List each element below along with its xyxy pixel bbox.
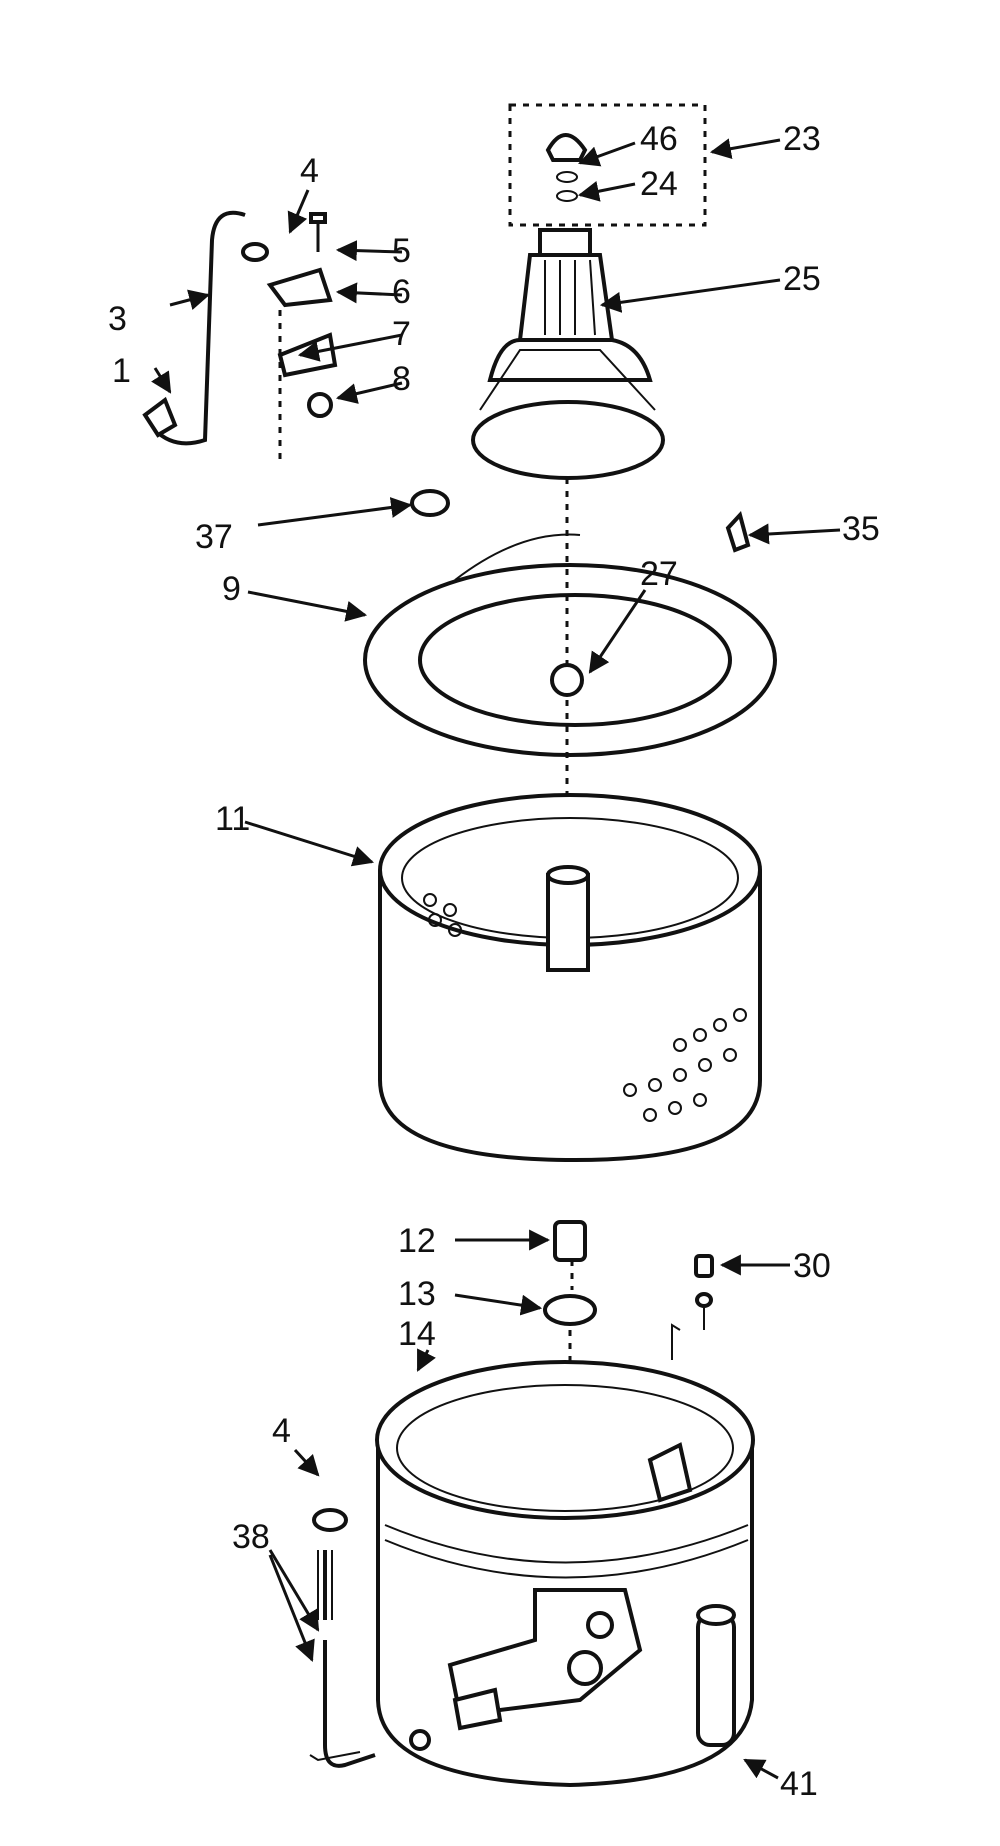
label-38: 38: [232, 1518, 270, 1556]
label-8: 8: [392, 360, 411, 398]
label-6: 6: [392, 273, 411, 311]
label-11: 11: [215, 800, 250, 838]
label-4-top: 4: [300, 152, 319, 190]
label-7: 7: [392, 315, 411, 353]
label-30: 30: [793, 1247, 831, 1285]
label-14: 14: [398, 1315, 436, 1353]
label-27: 27: [640, 555, 678, 593]
part-35-clip: [725, 510, 751, 553]
label-13: 13: [398, 1275, 436, 1313]
label-5: 5: [392, 232, 411, 270]
part-9-tub-ring: [363, 533, 777, 757]
label-37: 37: [195, 518, 233, 556]
part-11-basket: [378, 793, 762, 1163]
label-12: 12: [398, 1222, 436, 1260]
part-12-bearing: [553, 1220, 587, 1262]
label-46: 46: [640, 120, 678, 158]
part-30-fastener: [671, 1254, 714, 1360]
label-3: 3: [108, 300, 127, 338]
part-37-plug: [410, 489, 450, 517]
left-hose-assembly: [142, 210, 338, 460]
label-9: 9: [222, 570, 241, 608]
part-14-outer-tub: [375, 1360, 755, 1788]
part-25-agitator: [471, 228, 665, 480]
part-38-hose: [309, 1508, 376, 1768]
label-23: 23: [783, 120, 821, 158]
label-24: 24: [640, 165, 678, 203]
label-4-bottom: 4: [272, 1412, 291, 1450]
label-1: 1: [112, 352, 131, 390]
label-25: 25: [783, 260, 821, 298]
label-35: 35: [842, 510, 880, 548]
label-41: 41: [780, 1765, 818, 1803]
part-13-seal: [543, 1294, 597, 1326]
